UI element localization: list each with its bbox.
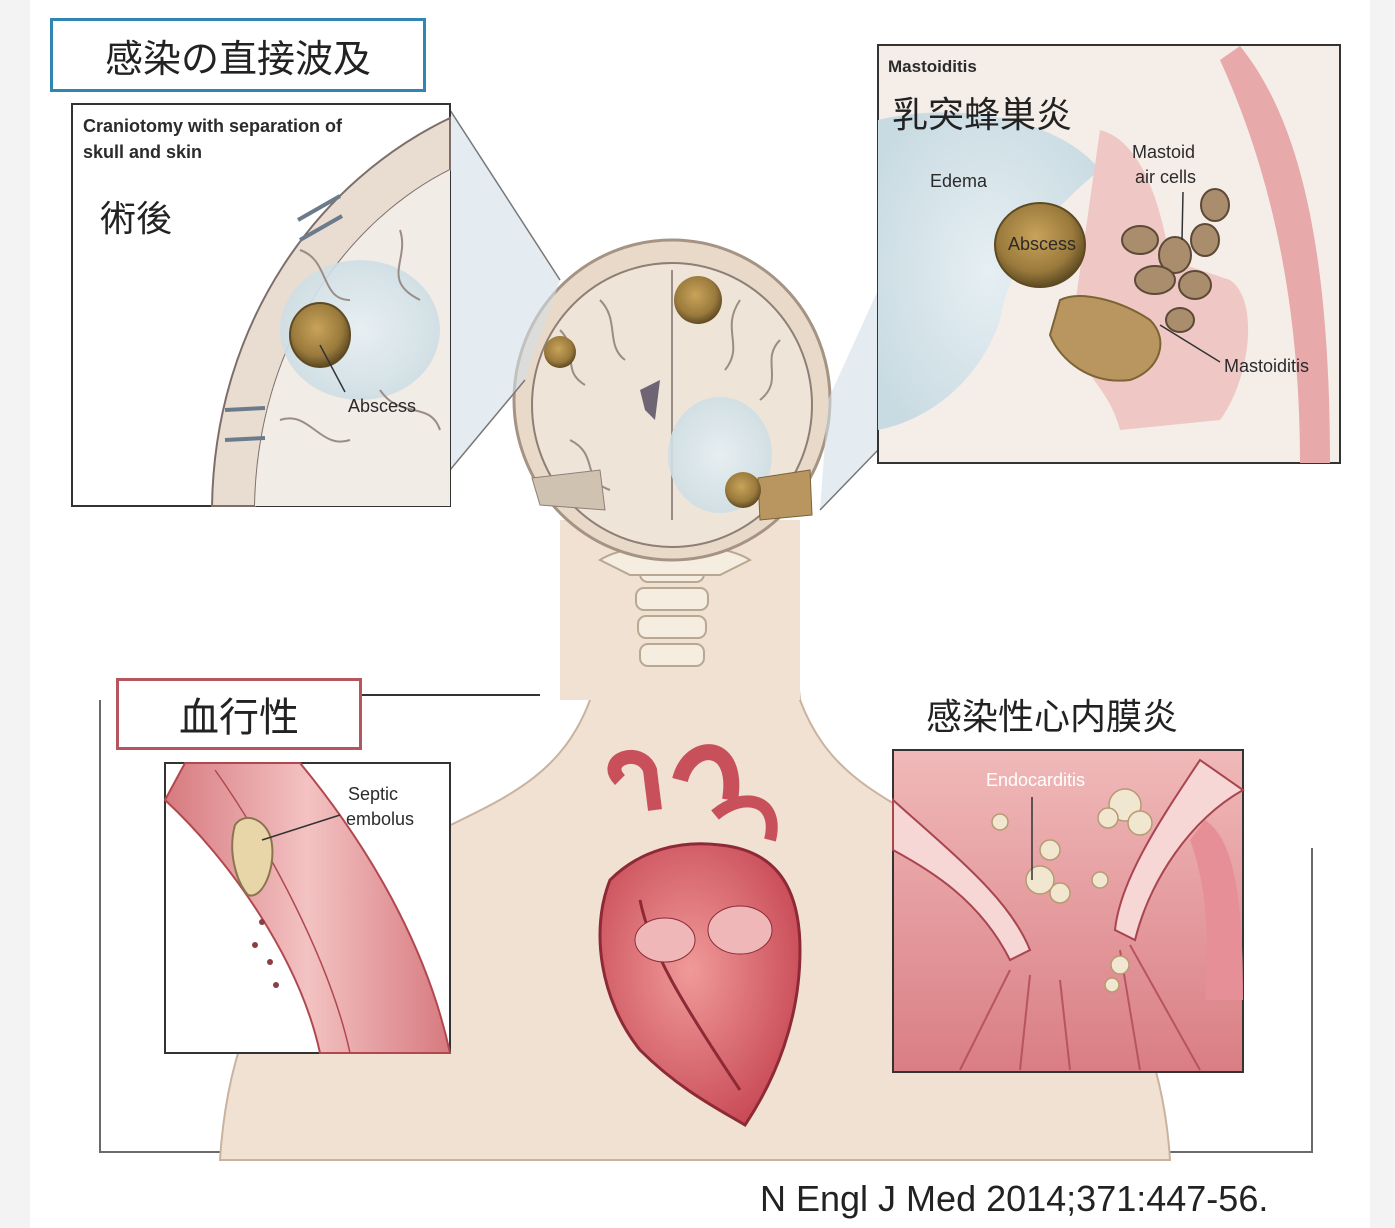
brain-abscess-right xyxy=(725,472,761,508)
mastoid-air-cells-label-line1: Mastoid xyxy=(1132,142,1195,163)
infective-endocarditis-label: 感染性心内膜炎 xyxy=(926,688,1178,740)
craniotomy-caption-line1: Craniotomy with separation of xyxy=(83,116,342,137)
mastoid-connector xyxy=(820,290,878,510)
endocarditis-panel xyxy=(893,750,1243,1072)
septic-label-line2: embolus xyxy=(346,809,414,830)
septic-label-line1: Septic xyxy=(348,784,398,805)
citation: N Engl J Med 2014;371:447-56. xyxy=(760,1178,1268,1220)
mastoid-air-cells-label-line2: air cells xyxy=(1135,167,1196,188)
postoperative-label: 術後 xyxy=(100,190,172,242)
abscess-marker xyxy=(290,303,350,367)
endocarditis-label: Endocarditis xyxy=(986,770,1085,791)
mastoiditis-label: Mastoiditis xyxy=(1224,356,1309,377)
brain-abscess-left xyxy=(544,336,576,368)
craniotomy-abscess-label: Abscess xyxy=(348,396,416,417)
mastoid-abscess-label: Abscess xyxy=(1008,234,1076,255)
hematogenous-title: 血行性 xyxy=(116,678,362,750)
craniotomy-caption-line2: skull and skin xyxy=(83,142,202,163)
edema-label: Edema xyxy=(930,171,987,192)
right-mastoid xyxy=(758,470,812,520)
mastoid-cell-inflammation-label: 乳突蜂巣炎 xyxy=(892,86,1072,138)
direct-spread-title: 感染の直接波及 xyxy=(50,18,426,92)
mastoiditis-caption: Mastoiditis xyxy=(888,57,977,77)
brain-abscess-top xyxy=(674,276,722,324)
septic-embolus-panel xyxy=(165,763,450,1053)
craniotomy-panel xyxy=(72,104,450,506)
